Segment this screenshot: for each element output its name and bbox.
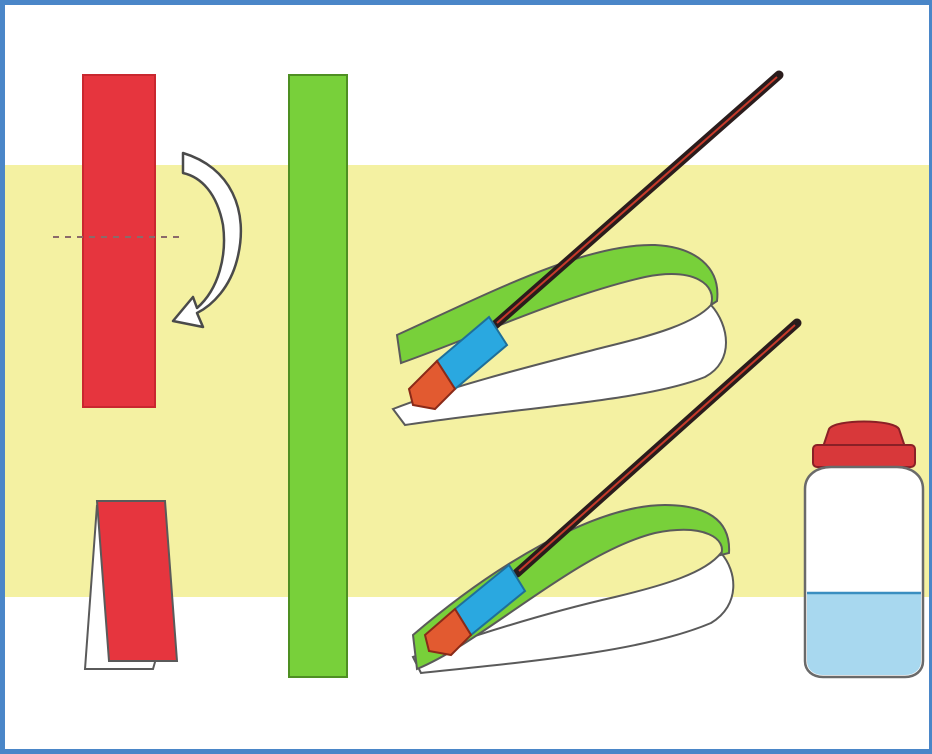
craft-illustration <box>5 5 929 749</box>
green-strip-icon <box>289 75 347 677</box>
glue-bottle-icon <box>805 422 923 678</box>
folded-paper-icon <box>85 501 177 669</box>
